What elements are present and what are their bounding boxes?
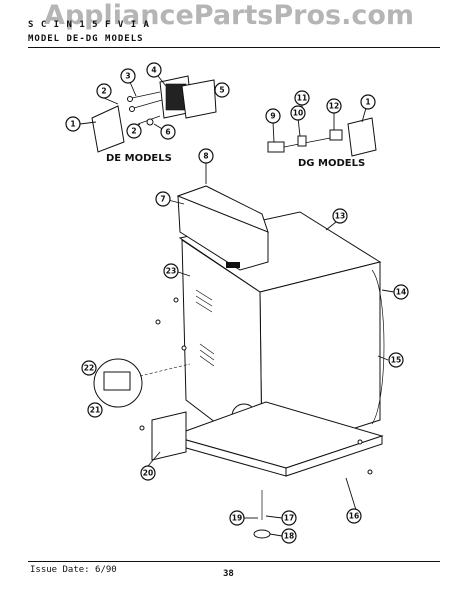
- callout-11: 11: [294, 90, 310, 106]
- callout-21: 21: [87, 402, 103, 418]
- svg-text:5: 5: [219, 86, 224, 95]
- callout-8: 8: [198, 148, 214, 164]
- section-header: S C I N 1 5 F V I A: [28, 20, 150, 30]
- de-terminal-block-assembly: [91, 75, 217, 153]
- svg-text:2: 2: [131, 127, 136, 136]
- leg-foot: [253, 529, 271, 539]
- issue-date: Issue Date: 6/90: [30, 565, 117, 575]
- screw: [131, 91, 161, 99]
- mounting-bracket-plate: [91, 105, 125, 153]
- svg-text:11: 11: [297, 94, 307, 103]
- cord-plug: [267, 141, 285, 153]
- detail-clip: [103, 371, 131, 391]
- dg-power-cord-assembly: [267, 117, 377, 157]
- screw-head: [127, 96, 133, 102]
- callout-6: 6: [160, 124, 176, 140]
- svg-text:16: 16: [349, 512, 359, 521]
- callout-1-dg: 1: [360, 94, 376, 110]
- screw-head: [129, 106, 135, 112]
- callout-3: 3: [120, 68, 136, 84]
- callout-22: 22: [81, 360, 97, 376]
- cord-clip: [297, 135, 307, 147]
- svg-text:1: 1: [365, 98, 370, 107]
- screw: [181, 345, 187, 351]
- console-top: [176, 185, 269, 233]
- callout-23: 23: [163, 263, 179, 279]
- svg-text:13: 13: [335, 212, 345, 221]
- screw: [357, 439, 363, 445]
- callout-16: 16: [346, 508, 362, 524]
- side-vent-slots: [195, 289, 215, 367]
- svg-text:1: 1: [70, 120, 75, 129]
- callout-2: 2: [96, 83, 112, 99]
- dg-models-label: DG MODELS: [298, 158, 366, 169]
- detail-inset: [93, 358, 191, 408]
- screw: [367, 469, 373, 475]
- svg-text:23: 23: [166, 267, 176, 276]
- callout-7: 7: [155, 191, 171, 207]
- svg-text:19: 19: [232, 514, 242, 523]
- svg-text:7: 7: [160, 195, 165, 204]
- callout-20: 20: [140, 465, 156, 481]
- svg-text:10: 10: [293, 109, 303, 118]
- base-frame-edge-right: [285, 435, 383, 477]
- callout-5: 5: [214, 82, 230, 98]
- callout-2-lower: 2: [126, 123, 142, 139]
- svg-text:22: 22: [84, 364, 94, 373]
- svg-text:4: 4: [151, 66, 156, 75]
- svg-text:17: 17: [284, 514, 294, 523]
- callout-10: 10: [290, 105, 306, 121]
- svg-text:14: 14: [396, 288, 406, 297]
- de-models-label: DE MODELS: [106, 153, 172, 164]
- callout-13: 13: [332, 208, 348, 224]
- svg-text:8: 8: [203, 152, 208, 161]
- svg-text:20: 20: [143, 469, 153, 478]
- callout-1: 1: [65, 116, 81, 132]
- footer-rule: [28, 561, 440, 562]
- power-cord: [283, 137, 331, 148]
- svg-text:6: 6: [165, 128, 170, 137]
- svg-text:9: 9: [270, 112, 275, 121]
- heater-access-bracket: [151, 411, 187, 461]
- callout-14: 14: [393, 284, 409, 300]
- detail-leader: [139, 363, 191, 377]
- cord-connector: [329, 129, 343, 141]
- screw: [139, 425, 145, 431]
- terminal-cover: [181, 79, 217, 119]
- callout-19: 19: [229, 510, 245, 526]
- svg-text:12: 12: [329, 102, 339, 111]
- header-rule: [28, 47, 440, 48]
- svg-text:3: 3: [125, 72, 130, 81]
- callout-4: 4: [146, 62, 162, 78]
- strain-relief: [146, 118, 154, 126]
- page-number: 38: [223, 569, 234, 579]
- callout-17: 17: [281, 510, 297, 526]
- svg-text:2: 2: [101, 87, 106, 96]
- callout-12: 12: [326, 98, 342, 114]
- svg-text:18: 18: [284, 532, 294, 541]
- screw: [173, 297, 179, 303]
- model-header: MODEL DE-DG MODELS: [28, 34, 144, 44]
- console-latch: [226, 262, 240, 268]
- screw: [133, 99, 163, 109]
- front-seal-strip: [371, 269, 385, 425]
- svg-text:21: 21: [90, 406, 100, 415]
- callout-18: 18: [281, 528, 297, 544]
- dg-bracket-plate: [347, 117, 377, 157]
- callout-9: 9: [265, 108, 281, 124]
- svg-text:15: 15: [391, 356, 401, 365]
- callout-15: 15: [388, 352, 404, 368]
- screw: [155, 319, 161, 325]
- dryer-cabinet: [139, 185, 385, 539]
